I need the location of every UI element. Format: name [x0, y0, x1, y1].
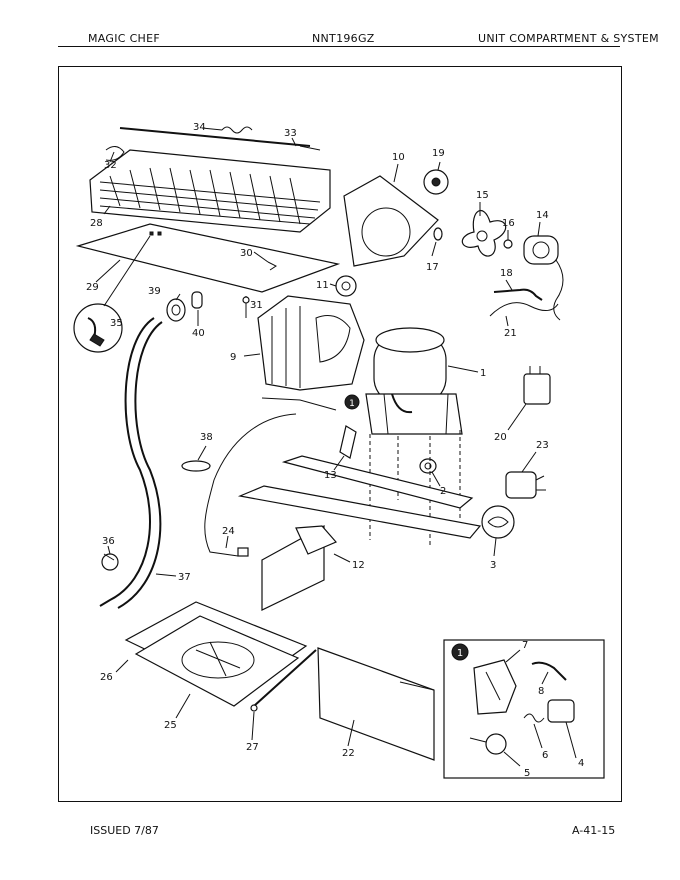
section-title: UNIT COMPARTMENT & SYSTEM: [478, 32, 659, 45]
cord-part-24: [204, 413, 297, 557]
callout-39: 39: [148, 286, 161, 297]
callout-9: 9: [230, 352, 236, 363]
grommet-part-2: [419, 458, 437, 474]
model-number: NNT196GZ: [312, 32, 375, 45]
relay-part-5: [469, 733, 507, 755]
callout-22: 22: [342, 748, 355, 759]
callout-7: 7: [522, 640, 528, 651]
bracket-part-18: [493, 288, 543, 301]
callout-21: 21: [504, 328, 517, 339]
callout-10: 10: [392, 152, 405, 163]
part-number-labels: 34 33 32 28 29 30 31 35 39 40 9 10 19 11…: [86, 122, 584, 779]
evaporator-part-9: [257, 295, 365, 391]
callout-34: 34: [193, 122, 206, 133]
callout-29: 29: [86, 282, 99, 293]
callout-35: 35: [110, 318, 123, 329]
fan-blade-part-15: [461, 209, 507, 257]
drain-pan-part-25: [124, 601, 308, 707]
shroud-part-10: [343, 175, 439, 267]
clip-part-30: [267, 261, 277, 271]
callout-31: 31: [250, 300, 263, 311]
callout-20: 20: [494, 432, 507, 443]
spring-part-6: [523, 713, 545, 723]
callout-badge-main: 1: [344, 394, 360, 410]
overload-part-4: [547, 699, 575, 723]
callout-25: 25: [164, 720, 177, 731]
part-36: [101, 553, 119, 571]
wire-part-34: [221, 126, 253, 134]
rail-part-27: [250, 649, 317, 712]
part-19: [423, 169, 449, 195]
base-rail-part-12: [237, 455, 482, 611]
callout-2: 2: [440, 486, 446, 497]
callout-8: 8: [538, 686, 544, 697]
detail-circle-part-35: [73, 235, 151, 353]
callout-5: 5: [524, 768, 530, 779]
compressor-part-1: [365, 327, 463, 435]
callout-28: 28: [90, 218, 103, 229]
svg-text:1: 1: [349, 399, 355, 409]
diagram-frame: [58, 66, 622, 802]
part-13: [339, 425, 357, 459]
callout-32: 32: [104, 160, 117, 171]
callout-26: 26: [100, 672, 113, 683]
callout-1: 1: [480, 368, 486, 379]
brand-label: MAGIC CHEF: [88, 32, 160, 45]
callout-14: 14: [536, 210, 549, 221]
callout-4: 4: [578, 758, 584, 769]
callout-11: 11: [316, 280, 329, 291]
inset-detail-box: 1: [443, 639, 605, 779]
condenser-part-28: [89, 149, 331, 233]
wire-part-21: [489, 302, 559, 317]
callout-13: 13: [324, 470, 337, 481]
detail-circle-part-3: [481, 505, 515, 539]
panel-part-22: [317, 647, 435, 761]
inset-callout-badge: 1: [451, 643, 469, 661]
callout-17: 17: [426, 262, 439, 273]
clip-part-32: [105, 146, 125, 161]
panel-part-29: [75, 223, 341, 293]
part-23: [505, 471, 546, 499]
callout-37: 37: [178, 572, 191, 583]
callout-30: 30: [240, 248, 253, 259]
callout-16: 16: [502, 218, 515, 229]
part-16: [503, 239, 513, 249]
callout-18: 18: [500, 268, 513, 279]
part-11: [335, 275, 357, 297]
grommet-part-39: [166, 298, 186, 322]
callout-15: 15: [476, 190, 489, 201]
tube-part-33: [119, 127, 321, 151]
svg-text:1: 1: [457, 648, 463, 659]
part-26: [115, 659, 129, 673]
callout-33: 33: [284, 128, 297, 139]
callout-3: 3: [490, 560, 496, 571]
tube-part-37: [99, 317, 163, 609]
tube-part-9b: [261, 397, 337, 411]
callout-36: 36: [102, 536, 115, 547]
fan-motor-part-14: [523, 235, 564, 321]
clip-part-8: [531, 661, 567, 681]
callout-23: 23: [536, 440, 549, 451]
part-17: [433, 227, 443, 241]
header-rule: [58, 46, 620, 47]
leader-lines: [95, 127, 577, 767]
callout-12: 12: [352, 560, 365, 571]
callout-19: 19: [432, 148, 445, 159]
relay-part-20: [523, 366, 551, 405]
callout-38: 38: [200, 432, 213, 443]
screw-part-31: [242, 296, 250, 318]
callout-27: 27: [246, 742, 259, 753]
strap-part-38: [181, 460, 211, 472]
callout-6: 6: [542, 750, 548, 761]
callout-40: 40: [192, 328, 205, 339]
grommet-part-40: [191, 291, 203, 309]
issued-date: ISSUED 7/87: [90, 824, 159, 837]
page-code: A-41-15: [572, 824, 616, 837]
overload-cover-part-7: [473, 659, 517, 715]
callout-24: 24: [222, 526, 235, 537]
